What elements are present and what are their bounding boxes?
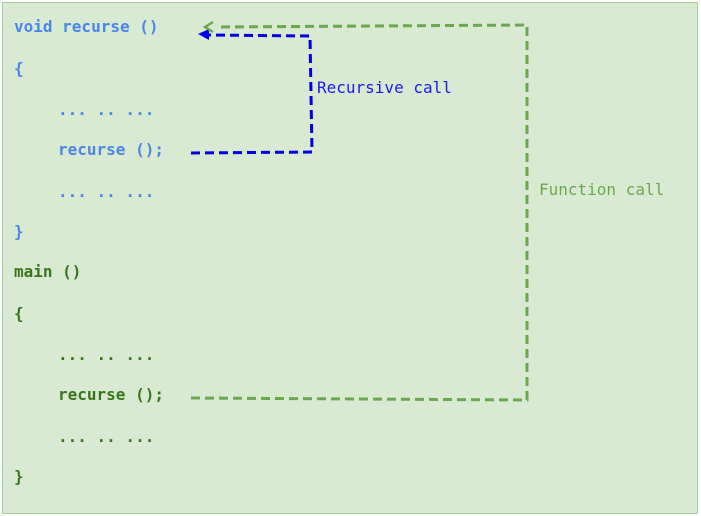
recurse-signature: void recurse () (14, 17, 159, 36)
recurse-recursive-call-line: recurse (); (58, 140, 164, 159)
recurse-open-brace: { (14, 59, 24, 78)
recursive-call-arrow (190, 29, 314, 155)
recurse-ellipsis-line-1: ... .. ... (58, 100, 155, 119)
main-close-brace: } (14, 467, 24, 486)
main-ellipsis-line-2: ... .. ... (58, 427, 155, 446)
function-call-arrowhead (202, 20, 214, 34)
recursive-call-arrowhead (198, 29, 209, 40)
main-ellipsis-line-1: ... .. ... (58, 345, 155, 364)
main-open-brace: { (14, 304, 24, 323)
main-signature: main () (14, 262, 82, 281)
recurse-close-brace: } (14, 222, 24, 241)
function-call-arrow (190, 20, 529, 402)
recurse-ellipsis-line-2: ... .. ... (58, 182, 155, 201)
main-function-call-line: recurse (); (58, 385, 164, 404)
function-call-label: Function call (539, 180, 665, 199)
recursive-call-label: Recursive call (317, 78, 452, 97)
